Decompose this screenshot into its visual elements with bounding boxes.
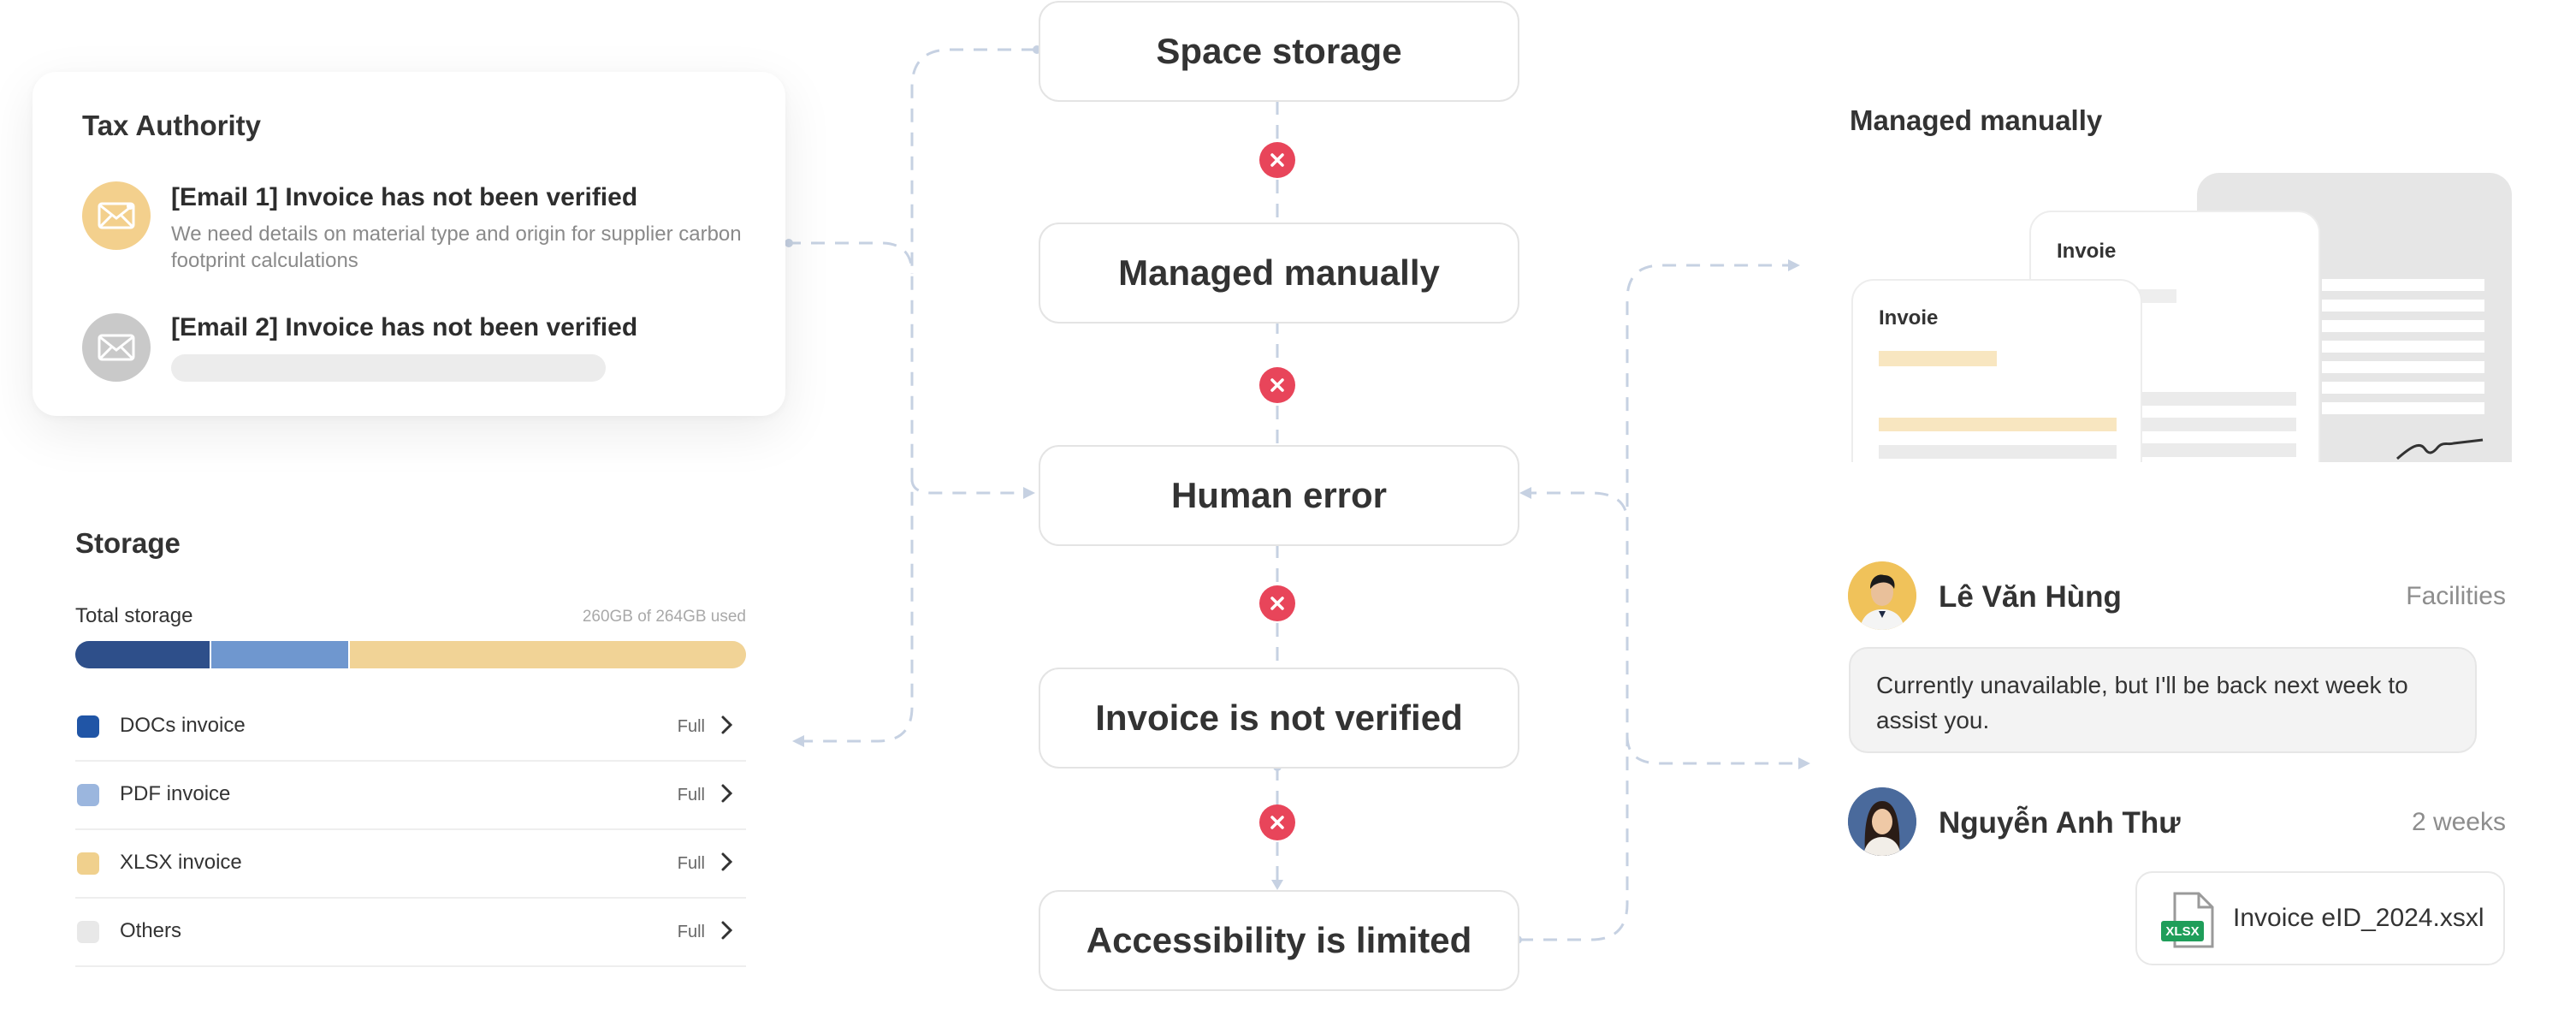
flow-step-human-error: Human error — [1039, 445, 1519, 546]
flow-step-space-storage: Space storage — [1039, 1, 1519, 102]
close-icon — [1259, 367, 1295, 403]
storage-item-pdf[interactable]: PDF invoice Full — [75, 760, 746, 830]
storage-title: Storage — [75, 527, 181, 559]
message-bubble: Currently unavailable, but I'll be back … — [1849, 647, 2477, 753]
storage-bar — [75, 641, 746, 668]
total-storage-label: Total storage — [75, 604, 193, 627]
flow-step-invoice-not-verified: Invoice is not verified — [1039, 668, 1519, 769]
docs-swatch — [77, 715, 99, 738]
mail-icon — [98, 334, 135, 361]
mail-icon — [98, 202, 135, 229]
file-badge: XLSX — [2165, 924, 2199, 939]
signature-icon — [2396, 438, 2484, 460]
storage-item-label: PDF invoice — [120, 782, 231, 805]
storage-item-status: Full — [677, 854, 705, 873]
flow-step-managed-manually: Managed manually — [1039, 223, 1519, 324]
file-name: Invoice eID_2024.xsxl — [2233, 904, 2484, 932]
avatar — [1848, 787, 1916, 856]
email-1-body: We need details on material type and ori… — [171, 223, 742, 272]
contact-name: Nguyễn Anh Thư — [1939, 806, 2181, 840]
chevron-right-icon[interactable] — [714, 781, 739, 806]
xlsx-swatch — [77, 852, 99, 875]
others-swatch — [77, 921, 99, 943]
storage-card: Storage Total storage 260GB of 264GB use… — [50, 483, 768, 979]
avatar — [1848, 561, 1916, 630]
doc-label: Invoie — [2057, 240, 2117, 263]
contact-meta: 2 weeks — [2411, 808, 2506, 836]
email-1-avatar — [82, 181, 151, 250]
storage-item-xlsx[interactable]: XLSX invoice Full — [75, 828, 746, 899]
close-icon — [1259, 804, 1295, 840]
storage-bar-pdf — [209, 641, 349, 668]
pdf-swatch — [77, 784, 99, 806]
storage-bar-docs — [75, 641, 210, 668]
storage-item-label: DOCs invoice — [120, 714, 246, 737]
tax-card-title: Tax Authority — [82, 110, 262, 141]
storage-item-others[interactable]: Others Full — [75, 897, 746, 967]
storage-usage-text: 260GB of 264GB used — [582, 608, 746, 626]
storage-item-label: Others — [120, 919, 182, 942]
close-icon — [1259, 142, 1295, 178]
managed-manually-title: Managed manually — [1850, 104, 2103, 136]
contact-name: Lê Văn Hùng — [1939, 580, 2122, 614]
invoice-document-1: Invoie — [1851, 279, 2142, 462]
storage-item-status: Full — [677, 717, 705, 736]
storage-item-status: Full — [677, 786, 705, 804]
flow-step-accessibility-limited: Accessibility is limited — [1039, 890, 1519, 991]
email-1-heading[interactable]: [Email 1] Invoice has not been verified — [171, 183, 638, 211]
storage-item-status: Full — [677, 923, 705, 941]
storage-item-label: XLSX invoice — [120, 851, 242, 874]
close-icon — [1259, 585, 1295, 621]
chevron-right-icon[interactable] — [714, 917, 739, 943]
contact-meta: Facilities — [2406, 582, 2506, 610]
storage-bar-xlsx — [348, 641, 746, 668]
file-attachment[interactable]: XLSX Invoice eID_2024.xsxl — [2135, 871, 2505, 965]
storage-item-docs[interactable]: DOCs invoice Full — [75, 692, 746, 762]
email-2-placeholder-line — [171, 354, 606, 382]
email-2-heading[interactable]: [Email 2] Invoice has not been verified — [171, 313, 638, 341]
xlsx-file-icon: XLSX — [2161, 892, 2214, 948]
documents-illustration: Invoie Invoie — [1848, 171, 2512, 462]
chevron-right-icon[interactable] — [714, 712, 739, 738]
tax-authority-card: Tax Authority [Email 1] Invoice has not … — [33, 72, 785, 416]
doc-label: Invoie — [1879, 306, 1939, 329]
chevron-right-icon[interactable] — [714, 849, 739, 875]
email-2-avatar — [82, 313, 151, 382]
